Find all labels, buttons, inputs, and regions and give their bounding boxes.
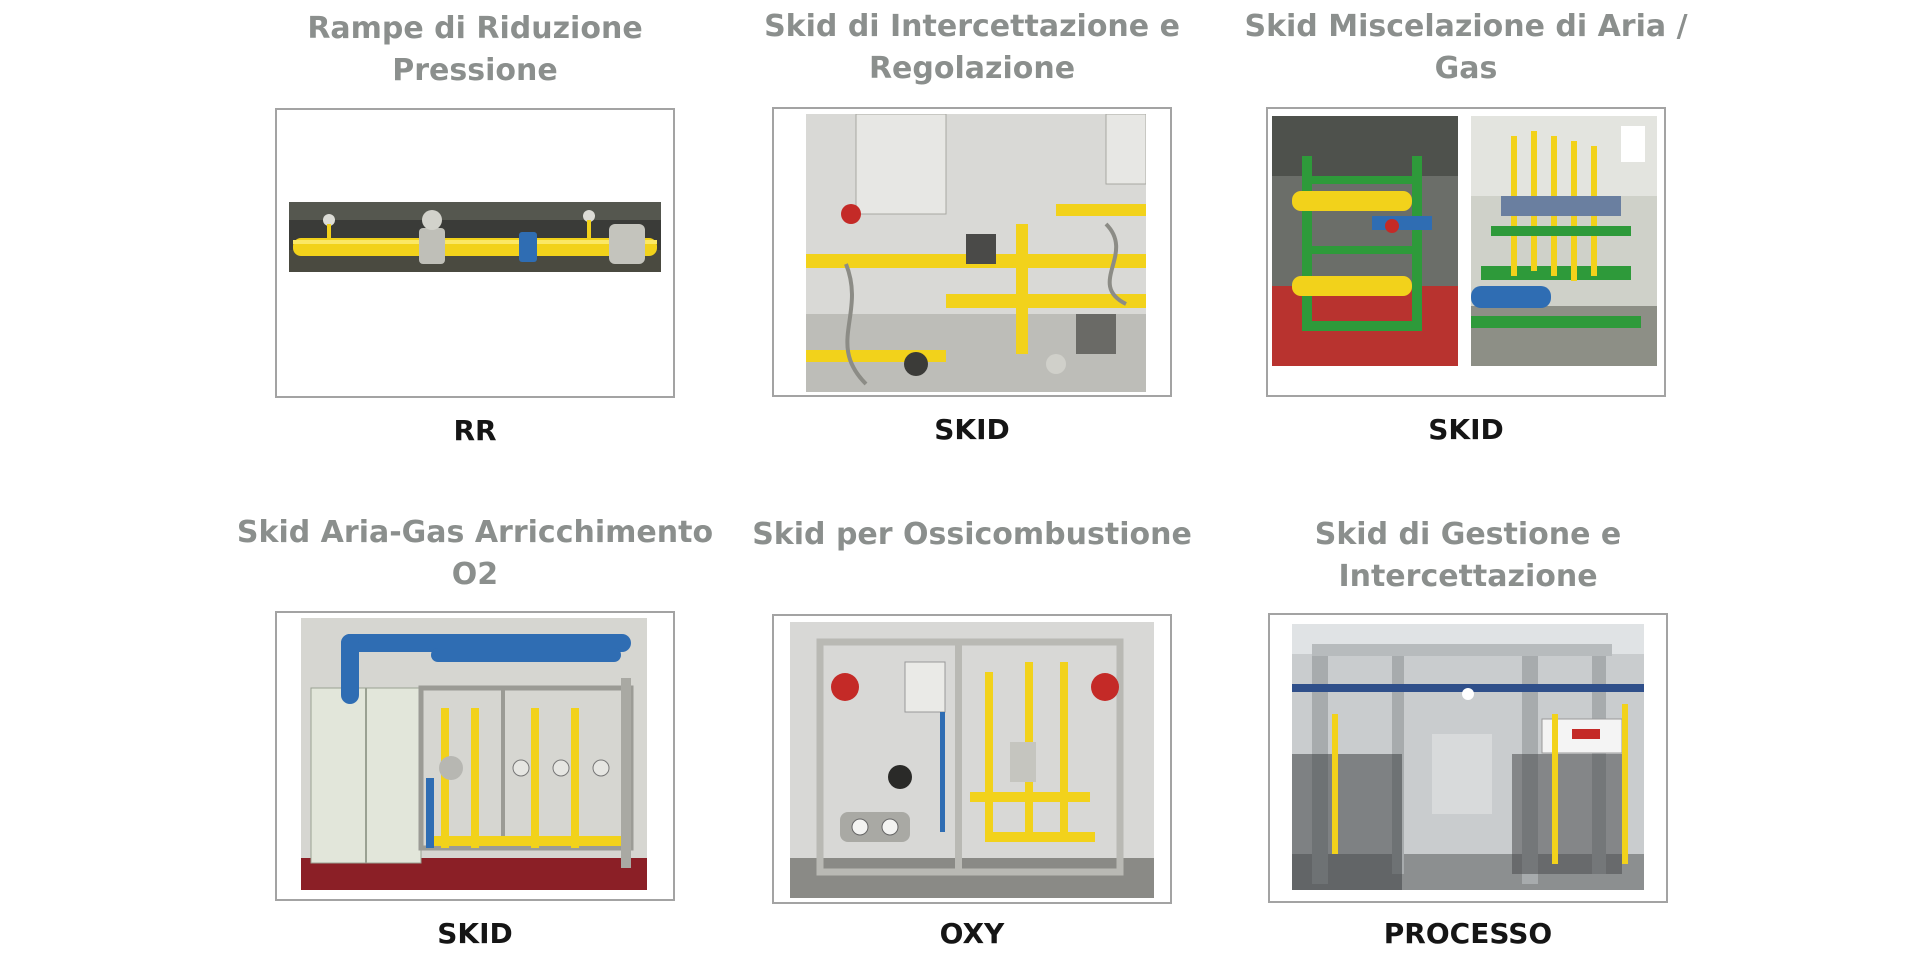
air-gas-mixing-skid-photo-right (1471, 116, 1657, 366)
card-image-frame[interactable] (1266, 107, 1666, 397)
card-image-frame[interactable] (772, 107, 1172, 397)
card-image-frame[interactable] (275, 611, 675, 901)
card-label: SKID (1428, 413, 1504, 446)
pressure-reduction-ramp-photo (289, 202, 661, 272)
card-title: Skid di Gestione e Intercettazione (1314, 517, 1622, 594)
card-label: OXY (939, 917, 1005, 950)
card-image-frame[interactable] (772, 614, 1172, 904)
air-gas-mixing-skid-photo-left (1272, 116, 1458, 366)
card-image-frame[interactable] (1268, 613, 1668, 903)
process-management-skid-photo (1292, 624, 1644, 890)
interception-skid-photo (806, 114, 1146, 392)
card-label: RR (453, 414, 497, 447)
card-title: Skid Aria-Gas Arricchimento O2 (236, 515, 714, 592)
card-title: Rampe di Riduzione Pressione (307, 11, 643, 88)
card-label: SKID (934, 413, 1010, 446)
card-title: Skid per Ossicombustione (752, 517, 1192, 552)
card-title: Skid Miscelazione di Aria / Gas (1244, 9, 1688, 86)
oxy-combustion-skid-photo (790, 622, 1154, 898)
card-label: PROCESSO (1383, 917, 1553, 950)
card-title: Skid di Intercettazione e Regolazione (764, 9, 1180, 86)
oxygen-enrichment-skid-photo (301, 618, 647, 890)
card-image-frame[interactable] (275, 108, 675, 398)
card-label: SKID (437, 917, 513, 950)
